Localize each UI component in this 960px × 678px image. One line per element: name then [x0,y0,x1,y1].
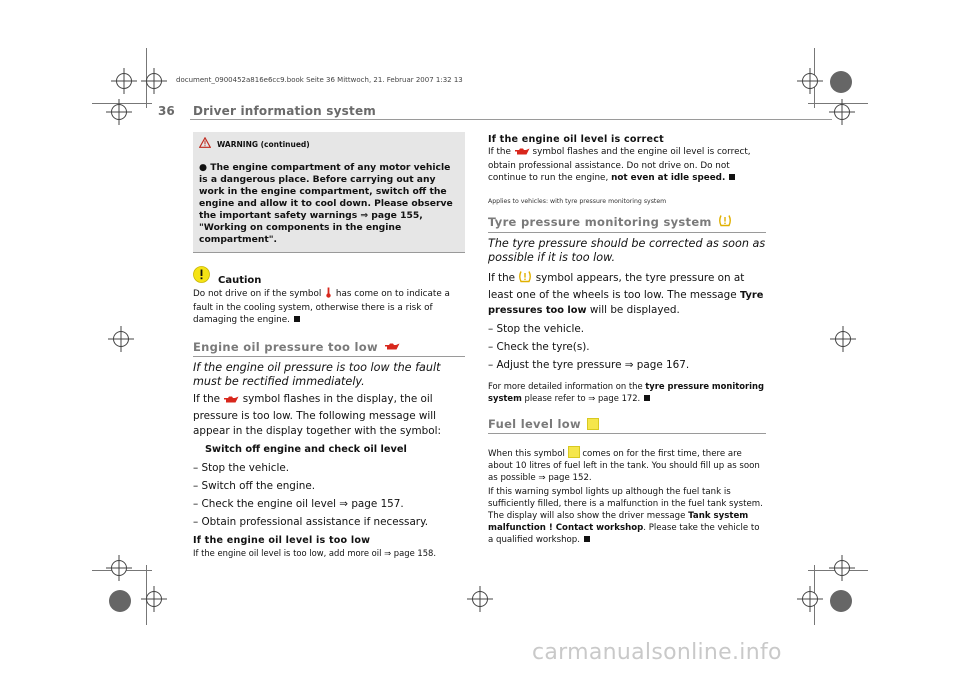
oil-correct-text: If the symbol flashes and the engine oil… [488,147,751,183]
oil-too-low-text: If the engine oil level is too low, add … [193,548,437,558]
registration-mark-icon [113,331,129,347]
fuel-paragraph-2: If this warning symbol lights up althoug… [488,487,763,545]
tyre-lead-text: The tyre pressure should be corrected as… [488,237,766,264]
registration-mark-icon [146,591,162,607]
registration-mark-icon [802,73,818,89]
fuel-paragraph-1: When this symbol comes on for the first … [488,446,766,484]
applies-note: Applies to vehicles: with tyre pressure … [488,198,667,205]
caution-icon [193,266,210,287]
list-item: – Stop the vehicle. [193,462,290,474]
watermark: carmanualsonline.info [532,640,782,665]
bullet-icon: ● [199,162,211,173]
end-mark [644,395,651,401]
tyre-paragraph: If the symbol appears, the tyre pressure… [488,270,764,316]
section-heading-fuel-level: Fuel level low [488,418,766,434]
registration-mark-icon [111,104,127,120]
section-heading-tyre-pressure: Tyre pressure monitoring system [488,214,766,233]
crop-mark [92,103,152,104]
list-item: – Obtain professional assistance if nece… [193,516,429,528]
left-column: WARNING (continued) ● The engine compart… [193,132,465,559]
tyre-pressure-icon [718,214,732,229]
registration-mark-icon [116,73,132,89]
warning-box: WARNING (continued) ● The engine compart… [193,132,465,253]
oil-lead-text: If the engine oil pressure is too low th… [193,361,441,388]
oil-steps: – Stop the vehicle. – Switch off the eng… [193,459,465,531]
driver-message: Switch off engine and check oil level [205,444,407,455]
list-item: – Stop the vehicle. [488,323,585,335]
subheading-oil-too-low: If the engine oil level is too low [193,535,371,546]
end-mark [584,536,590,542]
end-mark [293,316,300,322]
end-mark [729,174,736,180]
print-header: document_0900452a816e6cc9.book Seite 36 … [176,76,463,84]
list-item: – Check the tyre(s). [488,341,590,353]
header-rule [190,119,832,120]
registration-mark-icon [111,560,127,576]
section-heading-oil-pressure: Engine oil pressure too low [193,341,465,357]
subheading-oil-correct: If the engine oil level is correct [488,134,664,145]
caution-block: Caution Do not drive on if the symbol ha… [193,266,465,326]
registration-mark-icon [802,591,818,607]
page-number: 36 [158,104,175,118]
warning-triangle-icon [198,136,212,152]
fuel-pump-icon [567,446,580,458]
oil-can-icon [514,147,530,160]
warning-header: WARNING (continued) [198,136,459,152]
warning-title: WARNING (continued) [217,139,310,149]
registration-mark-icon [834,560,850,576]
coolant-temperature-icon [324,287,333,302]
registration-mark-icon [834,104,850,120]
list-item: – Check the engine oil level ⇒ page 157. [193,498,404,510]
crop-mark [808,103,868,104]
tyre-steps: – Stop the vehicle. – Check the tyre(s).… [488,320,766,374]
caution-title: Caution [218,275,262,286]
fuel-pump-icon [586,418,599,430]
color-dot-icon [830,71,852,93]
color-dot-icon [109,590,131,612]
right-column: If the engine oil level is correct If th… [488,132,766,546]
tyre-more-info: For more detailed information on the tyr… [488,381,764,403]
list-item: – Adjust the tyre pressure ⇒ page 167. [488,359,690,371]
warning-text: ● The engine compartment of any motor ve… [199,162,453,245]
color-dot-icon [830,590,852,612]
caution-text: Do not drive on if the symbol has come o… [193,287,450,325]
oil-can-icon [223,394,239,409]
oil-paragraph: If the symbol flashes in the display, th… [193,393,441,437]
registration-mark-icon [835,331,851,347]
running-head: Driver information system [193,104,376,118]
registration-mark-icon [146,73,162,89]
oil-can-icon [384,341,400,353]
registration-mark-icon [472,591,488,607]
list-item: – Switch off the engine. [193,480,316,492]
tyre-pressure-icon [518,270,532,288]
caution-header: Caution [193,266,465,287]
